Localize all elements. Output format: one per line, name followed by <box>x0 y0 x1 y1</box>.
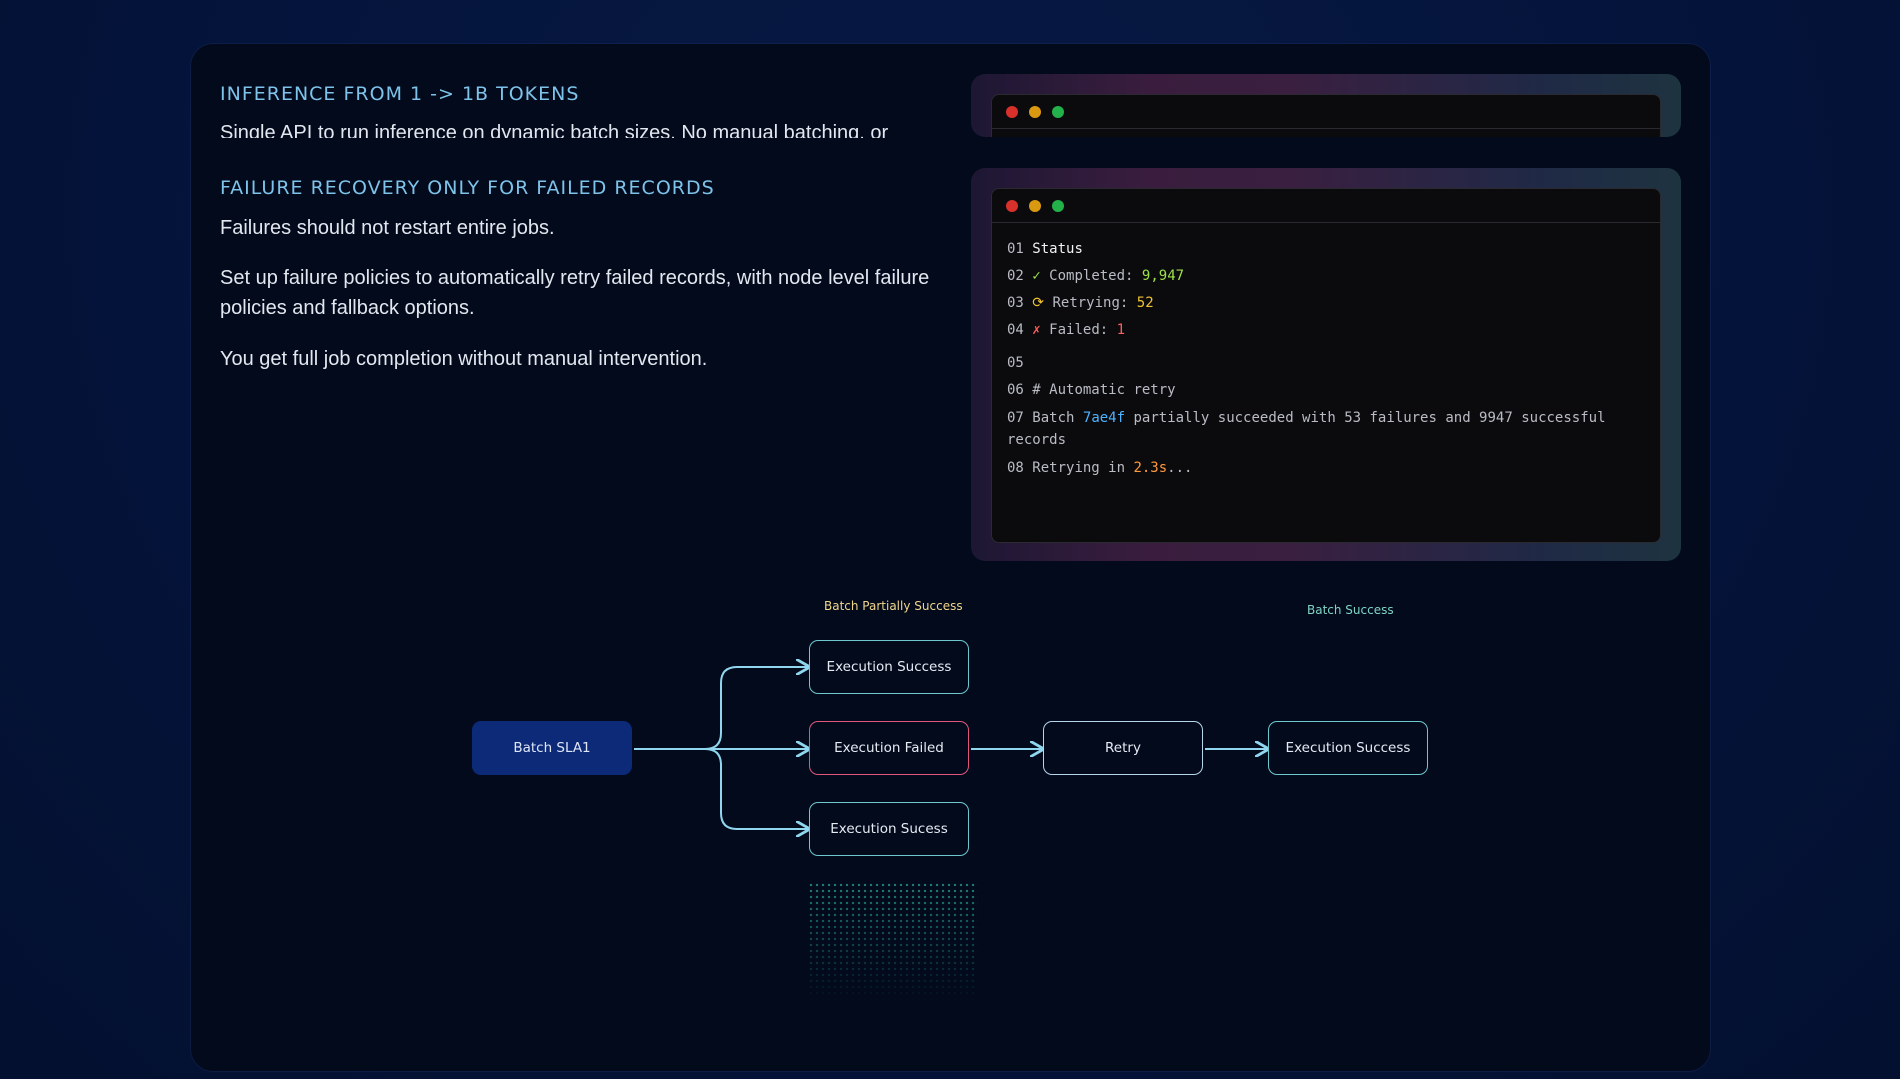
completed-count: 9,947 <box>1141 268 1185 284</box>
terminal-line: 07 Batch 7ae4f partially succeeded with … <box>1007 407 1617 451</box>
maximize-dot-icon[interactable] <box>1052 106 1064 118</box>
terminal-line: 04 ✗ Failed: 1 <box>1007 319 1617 341</box>
failed-count: 1 <box>1116 322 1126 338</box>
retrying-count: 52 <box>1136 295 1154 311</box>
terminal-line: 06 # Automatic retry <box>1007 379 1617 401</box>
terminal-titlebar <box>992 189 1660 223</box>
terminal-line: 05 <box>1007 352 1617 374</box>
terminal-titlebar <box>992 95 1660 129</box>
completed-label: Completed: <box>1049 268 1134 284</box>
line-number: 02 <box>1007 268 1024 284</box>
terminal-preview-clipped <box>971 74 1681 137</box>
failed-label: Failed: <box>1049 322 1109 338</box>
batch-start-node[interactable]: Batch SLA1 <box>472 721 632 775</box>
line-number: 05 <box>1007 355 1024 371</box>
maximize-dot-icon[interactable] <box>1052 200 1064 212</box>
failure-paragraph-2: Set up failure policies to automatically… <box>220 267 930 319</box>
caption-batch-success: Batch Success <box>1307 603 1394 617</box>
retrying-label: Retrying: <box>1052 295 1129 311</box>
section-heading-failure-recovery: FAILURE RECOVERY ONLY FOR FAILED RECORDS <box>220 177 715 199</box>
cross-icon: ✗ <box>1032 322 1041 338</box>
feature-panel: INFERENCE FROM 1 -> 1B TOKENS Single API… <box>191 44 1710 1071</box>
comment-line: # Automatic retry <box>1032 382 1176 398</box>
line-number: 01 <box>1007 241 1024 257</box>
retry-ellipsis: ... <box>1167 460 1193 476</box>
batch-label: Batch <box>1032 410 1075 426</box>
dot-grid-decoration <box>808 882 978 1002</box>
failure-paragraph-3: You get full job completion without manu… <box>220 348 708 370</box>
terminal-window-small <box>991 94 1661 137</box>
close-dot-icon[interactable] <box>1006 200 1018 212</box>
section-paragraph-inference: Single API to run inference on dynamic b… <box>220 122 889 138</box>
minimize-dot-icon[interactable] <box>1029 200 1041 212</box>
line-number: 07 <box>1007 410 1024 426</box>
retry-label: Retrying in <box>1032 460 1126 476</box>
retry-delay: 2.3s <box>1133 460 1168 476</box>
minimize-dot-icon[interactable] <box>1029 106 1041 118</box>
close-dot-icon[interactable] <box>1006 106 1018 118</box>
line-number: 03 <box>1007 295 1024 311</box>
batch-summary: partially succeeded with 53 failures and… <box>1007 410 1614 448</box>
terminal-line: 03 ⟳ Retrying: 52 <box>1007 292 1617 314</box>
line-number: 06 <box>1007 382 1024 398</box>
batch-id: 7ae4f <box>1082 410 1126 426</box>
terminal-line: 01 Status <box>1007 238 1617 260</box>
final-execution-success-node[interactable]: Execution Success <box>1268 721 1428 775</box>
retry-node[interactable]: Retry <box>1043 721 1203 775</box>
section-heading-inference: INFERENCE FROM 1 -> 1B TOKENS <box>220 83 580 105</box>
status-title: Status <box>1032 241 1083 257</box>
terminal-line: 02 ✓ Completed: 9,947 <box>1007 265 1617 287</box>
execution-success-node[interactable]: Execution Success <box>809 640 969 694</box>
line-number: 08 <box>1007 460 1024 476</box>
line-number: 04 <box>1007 322 1024 338</box>
caption-partial-success: Batch Partially Success <box>824 599 963 613</box>
terminal-status-card: 01 Status 02 ✓ Completed: 9,947 03 ⟳ Ret… <box>971 168 1681 561</box>
execution-sucess-node[interactable]: Execution Sucess <box>809 802 969 856</box>
terminal-line: 08 Retrying in 2.3s... <box>1007 457 1617 479</box>
check-icon: ✓ <box>1032 268 1041 284</box>
section-paragraph-inference-clipped: Single API to run inference on dynamic b… <box>220 118 980 138</box>
execution-failed-node[interactable]: Execution Failed <box>809 721 969 775</box>
refresh-icon: ⟳ <box>1032 295 1045 311</box>
failure-paragraph-1: Failures should not restart entire jobs. <box>220 217 555 239</box>
terminal-window: 01 Status 02 ✓ Completed: 9,947 03 ⟳ Ret… <box>991 188 1661 543</box>
